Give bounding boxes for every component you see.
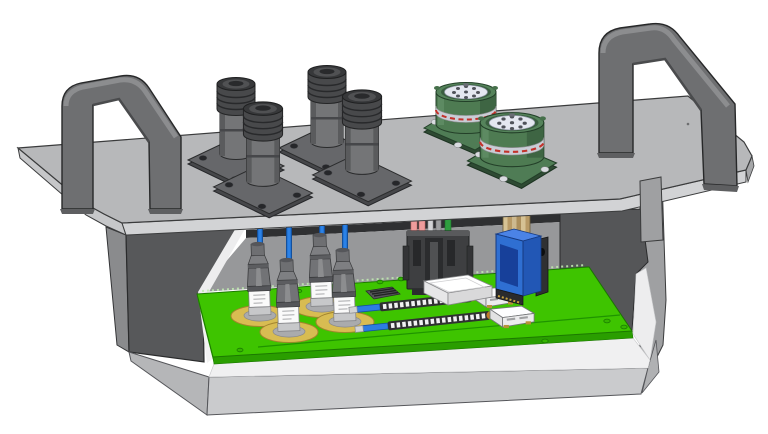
fins <box>369 287 399 297</box>
gold-feet <box>525 321 531 325</box>
card-right-face <box>522 235 542 297</box>
finned-module <box>365 286 401 300</box>
right-handle-body <box>598 22 738 187</box>
card-connector <box>494 209 549 306</box>
base-right-face <box>641 339 660 394</box>
harness-slot <box>447 240 455 266</box>
left-handle-foot <box>60 209 95 214</box>
left-wall-outer-face <box>105 226 130 353</box>
smd-top-step <box>428 277 486 293</box>
left-handle-highlight <box>63 77 179 139</box>
right-handle <box>597 22 739 192</box>
harness-top-lip <box>407 231 469 236</box>
right-handle-foot <box>702 184 739 192</box>
gold-feet <box>503 324 509 329</box>
gold-feet <box>487 305 492 308</box>
white-connector-2 <box>488 305 536 329</box>
right-handle-foot <box>597 153 635 158</box>
flex-pigtail-tip <box>348 306 358 314</box>
pcb-trace <box>257 314 621 348</box>
connector-slots <box>506 316 528 321</box>
smd-module <box>422 274 494 306</box>
liner-right <box>632 267 657 361</box>
card-inset-panel <box>500 244 518 287</box>
right-end-wall-top <box>639 176 664 243</box>
liner-left-slope <box>198 221 246 297</box>
left-handle <box>60 74 183 214</box>
right-handle-inner-edge <box>632 57 703 111</box>
left-handle-foot <box>148 209 183 214</box>
harness-latch <box>430 242 438 280</box>
card-base <box>495 288 524 306</box>
pcb-components <box>230 209 549 343</box>
flex-pigtail-tip <box>354 325 364 333</box>
card-gold-pins <box>497 295 522 304</box>
flex-segments <box>382 295 470 310</box>
plate-dot <box>686 122 690 126</box>
gold-feet <box>508 301 513 305</box>
left-handle-inner-edge <box>92 97 151 143</box>
rf-connectors <box>187 64 413 219</box>
harness-wing <box>402 245 410 281</box>
right-handle-highlight <box>600 25 730 108</box>
flex-segments <box>390 313 488 329</box>
harness-slot <box>413 240 421 266</box>
